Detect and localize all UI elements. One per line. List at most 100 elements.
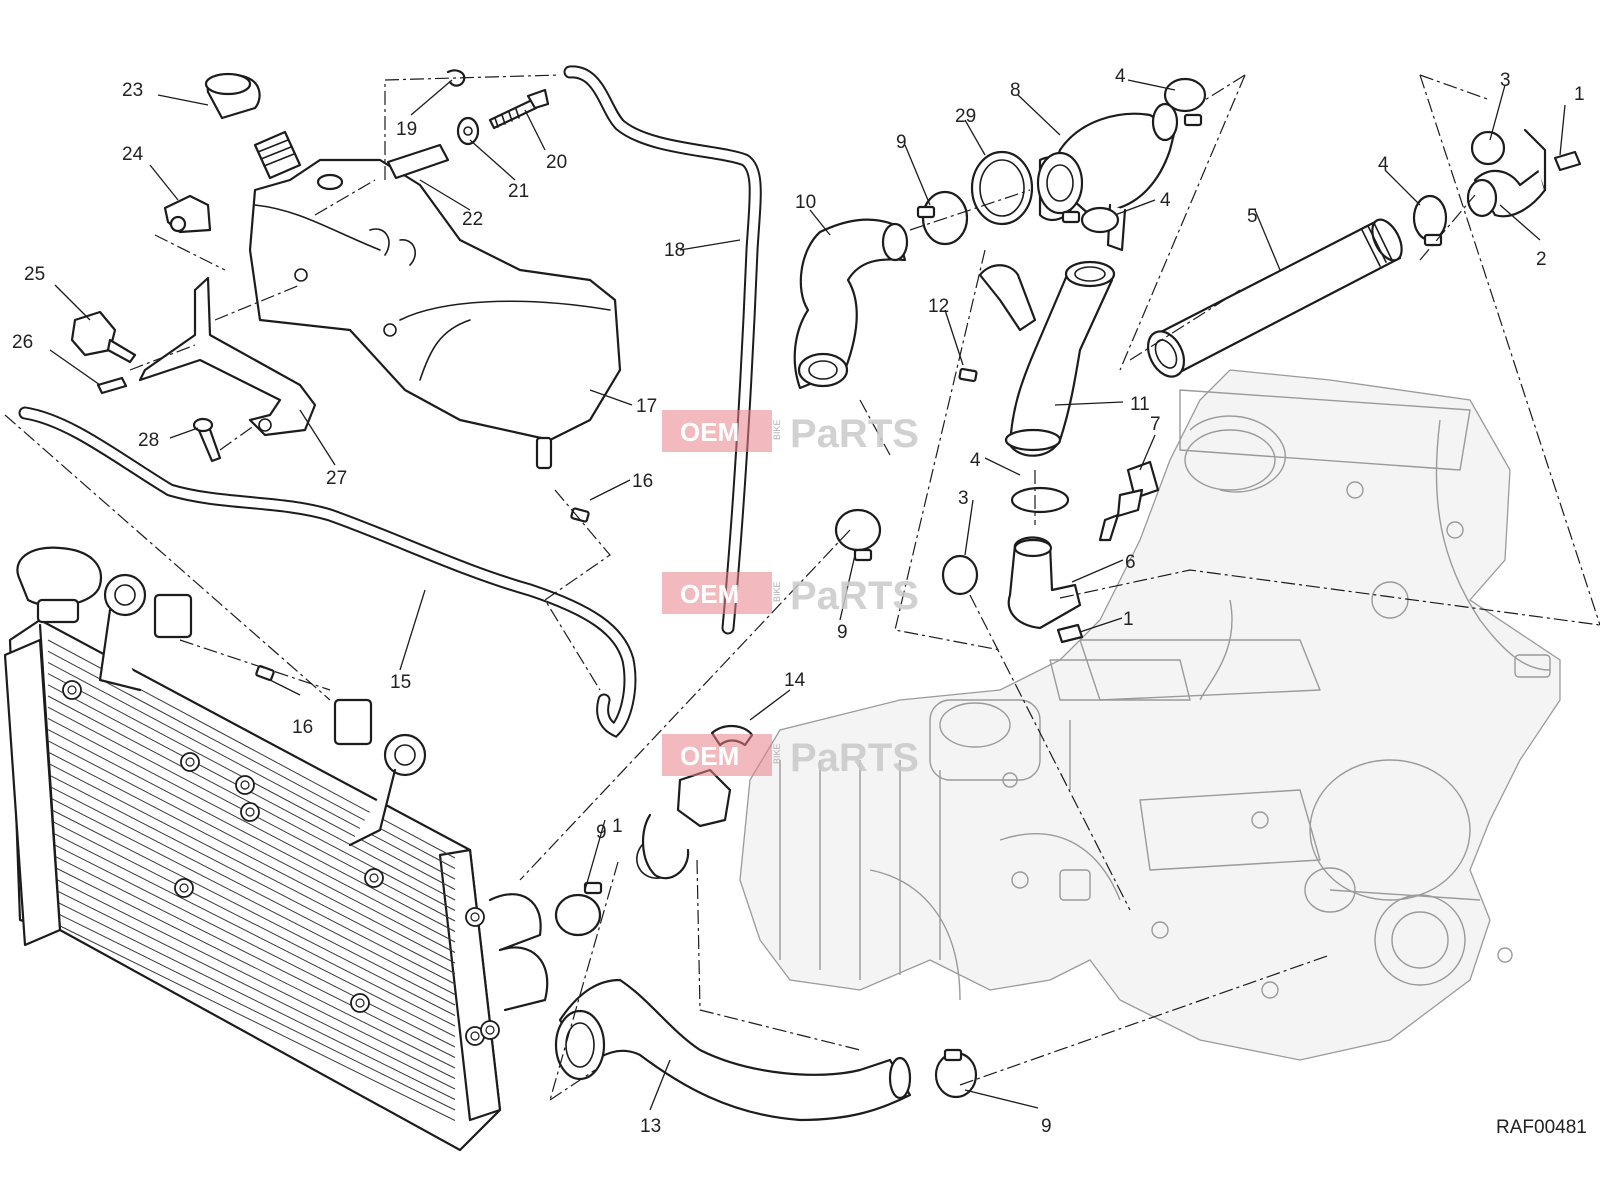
radiator-fin-line <box>47 807 456 1016</box>
radiator-mount-boss-hole <box>245 807 255 817</box>
radiator-fin-line <box>47 717 456 932</box>
tank-cap <box>204 72 261 120</box>
radiator-mount-boss <box>240 802 260 822</box>
hose-10 <box>793 218 909 390</box>
watermark-parts-3: PaRTS <box>790 736 919 780</box>
radiator-mount-boss <box>235 775 255 795</box>
callout-label: 16 <box>632 471 653 492</box>
watermark-bike-3: BIKE <box>772 743 782 764</box>
clamps <box>554 77 1506 1099</box>
radiator-fin-line <box>47 919 456 1121</box>
screw-28 <box>192 417 222 463</box>
callout-label: 12 <box>928 296 949 317</box>
callout-label: 26 <box>12 332 33 353</box>
radiator-mount-boss <box>480 1020 500 1040</box>
radiator-mount-boss-hole <box>485 1025 495 1035</box>
drawing-code: RAF00481 <box>1496 1117 1587 1138</box>
callout-label: 9 <box>896 132 907 153</box>
callout-label: 19 <box>396 119 417 140</box>
callout-label: 13 <box>640 1116 661 1137</box>
radiator-fin-line <box>47 874 456 1079</box>
callout-label: 29 <box>955 106 976 127</box>
callout-label: 1 <box>612 816 623 837</box>
watermark-bike-2: BIKE <box>772 581 782 602</box>
radiator-mount-boss <box>465 907 485 927</box>
callout-label: 6 <box>1125 552 1136 573</box>
clip-24 <box>163 194 212 234</box>
callout-label: 1 <box>1574 84 1585 105</box>
callout-label: 14 <box>784 670 806 691</box>
radiator-fin-line <box>47 852 456 1058</box>
radiator-fin-line <box>47 729 456 943</box>
hose-11 <box>978 260 1116 457</box>
radiator-fin-line <box>47 908 456 1111</box>
callout-label: 4 <box>1115 66 1126 87</box>
radiator-fin-line <box>47 785 456 995</box>
radiator-mount-boss <box>364 868 384 888</box>
radiator-fin-line <box>47 773 456 985</box>
callout-label: 11 <box>1130 394 1150 415</box>
radiator-fin-line <box>47 829 456 1037</box>
callout-label: 27 <box>326 468 347 489</box>
hose-13 <box>554 978 912 1122</box>
radiator-mount-boss <box>350 993 370 1013</box>
radiator <box>3 546 549 1152</box>
callout-label: 3 <box>958 488 969 509</box>
callout-label: 16 <box>292 717 313 738</box>
radiator-mount-boss <box>174 878 194 898</box>
radiator-fin-line <box>47 841 456 1048</box>
radiator-mount-boss-hole <box>179 883 189 893</box>
coolant-fitting-6 <box>1007 536 1084 644</box>
radiator-mount-boss-hole <box>185 757 195 767</box>
callout-label: 9 <box>1041 1116 1052 1137</box>
expansion-tank <box>248 130 622 470</box>
radiator-fin-line <box>47 863 456 1069</box>
radiator-mount-boss-hole <box>369 873 379 883</box>
radiator-fin-line <box>47 650 456 869</box>
callout-label: 1 <box>1123 609 1134 630</box>
watermark-oem-1: OEM <box>680 417 739 447</box>
callout-label: 28 <box>138 430 159 451</box>
callout-label: 7 <box>1150 414 1161 435</box>
callout-label: 21 <box>508 181 529 202</box>
callout-label: 10 <box>795 192 816 213</box>
callout-label: 4 <box>1378 154 1389 175</box>
callout-label: 5 <box>1247 206 1258 227</box>
callout-label: 4 <box>1160 190 1171 211</box>
radiator-mount-boss-hole <box>355 998 365 1008</box>
callout-label: 9 <box>596 822 607 843</box>
callout-label: 20 <box>546 152 567 173</box>
radiator-mount-boss-hole <box>470 912 480 922</box>
radiator-mount-boss-hole <box>240 780 250 790</box>
radiator-mount-boss <box>62 680 82 700</box>
radiator-fin-line <box>47 751 456 964</box>
radiator-fin-line <box>47 661 456 880</box>
watermark-oem-2: OEM <box>680 579 739 609</box>
watermark-2: OEM BIKE PaRTS <box>662 572 919 618</box>
callout-label: 4 <box>970 450 981 471</box>
callout-label: 24 <box>122 144 144 165</box>
watermark-oem-3: OEM <box>680 741 739 771</box>
radiator-fin-line <box>47 762 456 974</box>
callout-label: 15 <box>390 672 411 693</box>
assembly-lines <box>4 74 1600 1101</box>
mounting-parts <box>386 69 550 180</box>
hose-5 <box>1146 218 1403 378</box>
watermark-parts-1: PaRTS <box>790 412 919 456</box>
callout-label: 2 <box>1536 249 1547 270</box>
watermark-1: OEM BIKE PaRTS <box>662 410 919 456</box>
callout-label: 8 <box>1010 80 1021 101</box>
watermark-3: OEM BIKE PaRTS <box>662 734 919 780</box>
hose-15 <box>18 406 637 738</box>
radiator-mount-boss-hole <box>67 685 77 695</box>
seal-29 <box>970 150 1034 226</box>
callout-label: 17 <box>636 396 657 417</box>
watermark-parts-2: PaRTS <box>790 574 919 618</box>
radiator-fin-line <box>47 897 456 1100</box>
radiator-fin-line <box>47 818 456 1027</box>
watermark-group: OEM BIKE PaRTS OEM BIKE PaRTS OEM BIKE P… <box>662 410 919 780</box>
watermark-bike-1: BIKE <box>772 419 782 440</box>
outlet-fitting-2 <box>1466 128 1582 218</box>
